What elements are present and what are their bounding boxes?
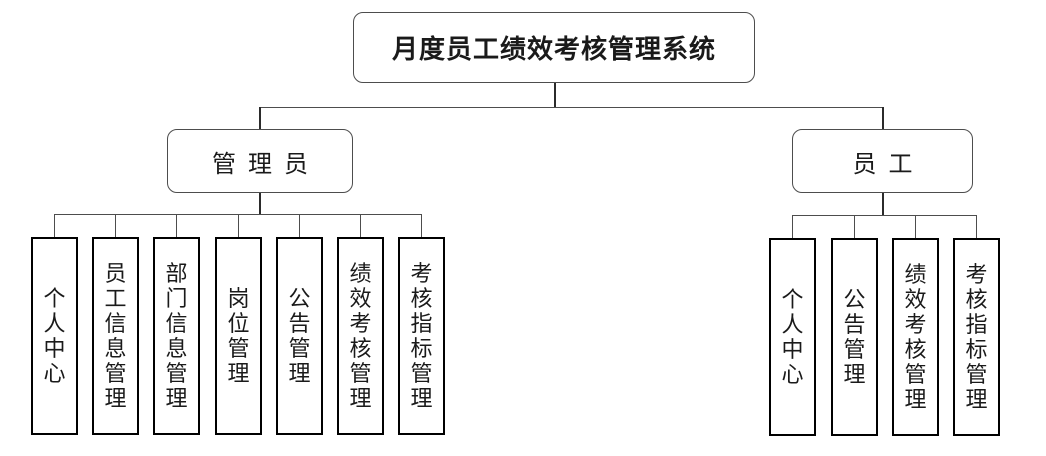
leaf-admin-employee-info-mgmt: 员工信息管理	[92, 237, 139, 435]
leaf-label: 考核指标管理	[965, 262, 988, 412]
leaf-label: 员工信息管理	[104, 261, 127, 411]
connector-employee-top-drop	[882, 107, 884, 129]
connector-admin-stub-3	[176, 214, 177, 238]
leaf-label: 岗位管理	[227, 286, 250, 386]
connector-admin-bottom-drop	[259, 193, 261, 215]
leaf-admin-personal-center: 个人中心	[31, 237, 78, 435]
connector-main-rail	[259, 107, 884, 108]
branch-node-employee: 员工	[792, 129, 973, 193]
connector-employee-bottom-drop	[882, 193, 884, 216]
leaf-employee-assessment-indicator-mgmt: 考核指标管理	[953, 238, 1000, 436]
branch-admin-label: 管理员	[212, 151, 320, 178]
leaf-label: 个人中心	[781, 287, 804, 387]
connector-admin-stub-5	[299, 214, 300, 238]
connector-admin-stub-2	[115, 214, 116, 238]
leaf-employee-announcement-mgmt: 公告管理	[831, 238, 878, 436]
leaf-label: 考核指标管理	[410, 261, 433, 411]
connector-admin-stub-6	[360, 214, 361, 238]
connector-admin-stub-7	[421, 214, 422, 238]
branch-node-admin: 管理员	[167, 129, 353, 193]
connector-employee-stub-4	[976, 215, 977, 239]
connector-root-drop	[554, 83, 556, 108]
leaf-admin-position-mgmt: 岗位管理	[215, 237, 262, 435]
root-node: 月度员工绩效考核管理系统	[353, 12, 755, 83]
connector-admin-stub-1	[54, 214, 55, 238]
leaf-admin-department-info-mgmt: 部门信息管理	[153, 237, 200, 435]
branch-employee-label: 员工	[852, 151, 925, 178]
connector-admin-stub-4	[238, 214, 239, 238]
leaf-admin-assessment-indicator-mgmt: 考核指标管理	[398, 237, 445, 435]
connector-employee-stub-1	[792, 215, 793, 239]
leaf-admin-announcement-mgmt: 公告管理	[276, 237, 323, 435]
leaf-employee-performance-assessment-mgmt: 绩效考核管理	[892, 238, 939, 436]
leaf-label: 个人中心	[43, 286, 66, 386]
connector-employee-rail	[792, 215, 977, 216]
leaf-label: 绩效考核管理	[904, 262, 927, 412]
root-node-label: 月度员工绩效考核管理系统	[391, 34, 716, 64]
leaf-employee-personal-center: 个人中心	[769, 238, 816, 436]
connector-employee-stub-2	[854, 215, 855, 239]
connector-employee-stub-3	[915, 215, 916, 239]
leaf-label: 绩效考核管理	[349, 261, 372, 411]
leaf-label: 公告管理	[843, 287, 866, 387]
leaf-label: 部门信息管理	[165, 261, 188, 411]
leaf-admin-performance-assessment-mgmt: 绩效考核管理	[337, 237, 384, 435]
connector-admin-top-drop	[259, 107, 261, 129]
leaf-label: 公告管理	[288, 286, 311, 386]
